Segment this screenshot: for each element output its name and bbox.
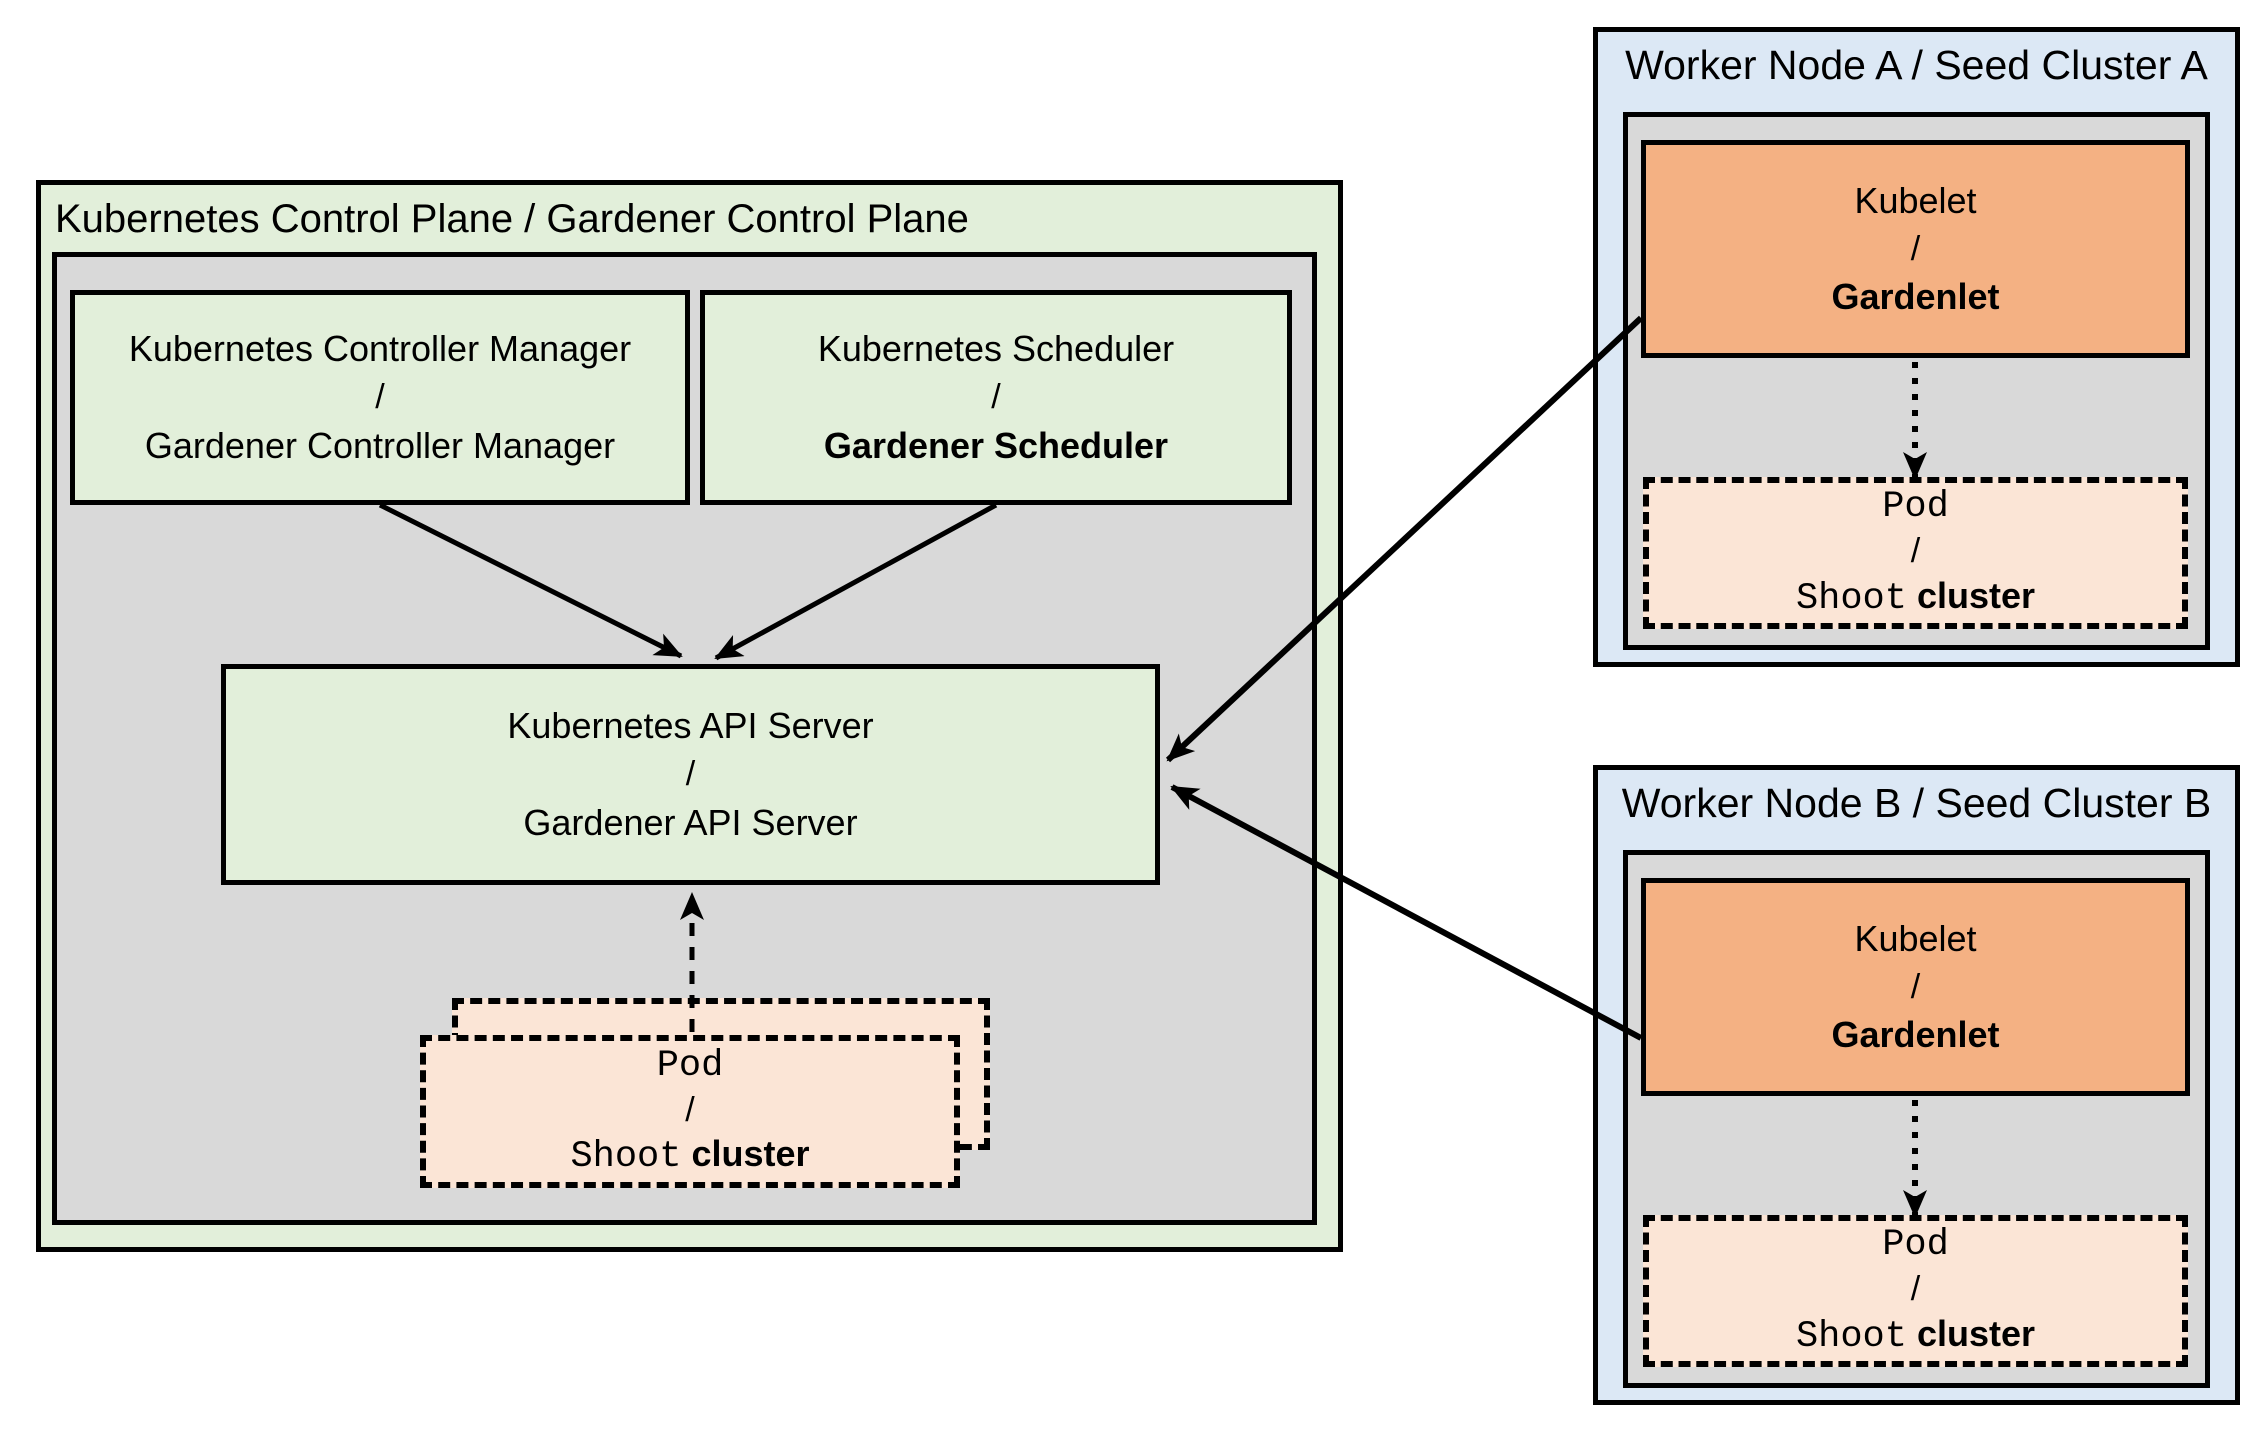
pod-b-box: Pod / Shoot cluster bbox=[1643, 1215, 2188, 1367]
kubelet-b-slash: / bbox=[1910, 967, 1921, 1006]
controller-manager-box: Kubernetes Controller Manager / Gardener… bbox=[70, 290, 690, 505]
worker-node-b-inner-box: Kubelet / Gardenlet Pod / Shoot cluster bbox=[1623, 850, 2210, 1388]
pod-a-line2-cluster: cluster bbox=[1916, 574, 2036, 616]
worker-node-a-inner-box: Kubelet / Gardenlet Pod / Shoot cluster bbox=[1623, 112, 2210, 650]
worker-node-a-box: Worker Node A / Seed Cluster A Kubelet /… bbox=[1593, 27, 2240, 667]
pod-b-slash: / bbox=[1910, 1270, 1921, 1309]
kubelet-a-line2: Gardenlet bbox=[1831, 276, 2000, 318]
worker-node-a-title: Worker Node A / Seed Cluster A bbox=[1625, 42, 2208, 88]
pod-slash: / bbox=[685, 1090, 695, 1129]
pod-a-line2: Shoot cluster bbox=[1796, 573, 2035, 622]
pod-b-line2-shoot: Shoot bbox=[1795, 1315, 1907, 1358]
kubelet-a-box: Kubelet / Gardenlet bbox=[1641, 140, 2190, 358]
control-plane-inner-box: Kubernetes Controller Manager / Gardener… bbox=[52, 252, 1317, 1225]
kubelet-b-box: Kubelet / Gardenlet bbox=[1641, 878, 2190, 1096]
scheduler-box: Kubernetes Scheduler / Gardener Schedule… bbox=[700, 290, 1292, 505]
kubelet-a-slash: / bbox=[1910, 229, 1921, 268]
kubelet-a-line1: Kubelet bbox=[1854, 179, 1977, 221]
worker-node-b-title: Worker Node B / Seed Cluster B bbox=[1621, 780, 2212, 826]
pod-line2-cluster: cluster bbox=[691, 1133, 810, 1175]
scheduler-slash: / bbox=[991, 378, 1001, 417]
api-server-slash: / bbox=[685, 755, 696, 794]
controller-manager-line1: Kubernetes Controller Manager bbox=[128, 328, 632, 370]
controller-manager-slash: / bbox=[375, 378, 385, 417]
control-plane-title: Kubernetes Control Plane / Gardener Cont… bbox=[55, 197, 969, 241]
kubelet-b-line2: Gardenlet bbox=[1831, 1014, 2000, 1056]
controller-manager-line2: Gardener Controller Manager bbox=[144, 424, 616, 466]
worker-node-b-box: Worker Node B / Seed Cluster B Kubelet /… bbox=[1593, 765, 2240, 1405]
scheduler-line2: Gardener Scheduler bbox=[823, 424, 1169, 466]
api-server-line1: Kubernetes API Server bbox=[507, 705, 874, 747]
scheduler-line1: Kubernetes Scheduler bbox=[817, 328, 1175, 370]
pod-b-line2-cluster: cluster bbox=[1916, 1312, 2036, 1354]
pod-a-box: Pod / Shoot cluster bbox=[1643, 477, 2188, 629]
pod-a-line2-shoot: Shoot bbox=[1795, 577, 1907, 620]
control-plane-box: Kubernetes Control Plane / Gardener Cont… bbox=[36, 180, 1343, 1252]
api-server-line2: Gardener API Server bbox=[523, 801, 858, 843]
pod-b-line2: Shoot cluster bbox=[1796, 1311, 2035, 1360]
pod-line2-shoot: Shoot bbox=[570, 1136, 682, 1179]
pod-a-line1: Pod bbox=[1882, 486, 1949, 528]
kubelet-b-line1: Kubelet bbox=[1854, 917, 1977, 959]
pod-line1: Pod bbox=[656, 1044, 724, 1087]
pod-b-line1: Pod bbox=[1882, 1224, 1949, 1266]
pod-line2: Shoot cluster bbox=[570, 1131, 809, 1180]
api-server-box: Kubernetes API Server / Gardener API Ser… bbox=[221, 664, 1160, 885]
pod-a-slash: / bbox=[1910, 532, 1921, 571]
pod-control-plane-box: Pod / Shoot cluster bbox=[420, 1035, 960, 1188]
